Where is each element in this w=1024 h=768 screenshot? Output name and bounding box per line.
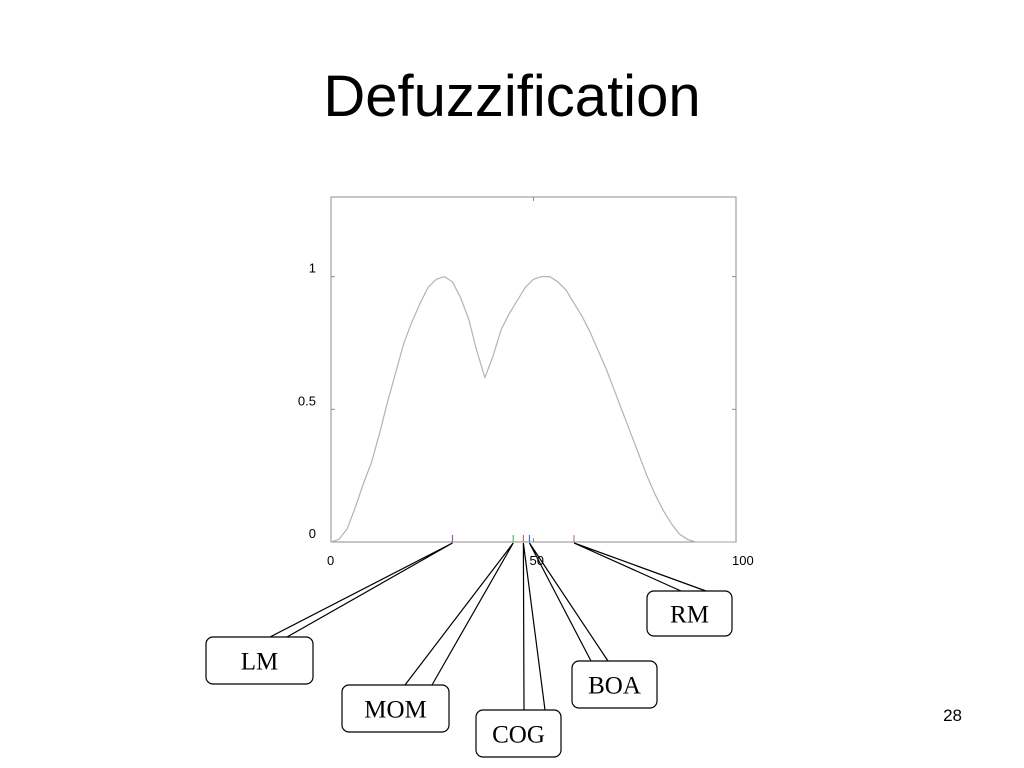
membership-curve	[330, 275, 736, 543]
x-tick-label: 0	[327, 553, 334, 568]
x-tick-label: 100	[732, 553, 754, 568]
callout-pointer	[269, 542, 453, 638]
callout-box	[646, 590, 733, 637]
callout-label: BOA	[588, 673, 641, 700]
plot-frame	[330, 196, 737, 543]
callout-lm: LM	[205, 542, 453, 685]
callout-label: LM	[241, 649, 279, 676]
callout-label: RM	[670, 602, 709, 629]
callout-boa: BOA	[528, 542, 658, 709]
slide-title: Defuzzification	[323, 64, 701, 129]
callout-pointer	[573, 542, 707, 592]
callout-pointer	[404, 542, 514, 686]
y-tick-label: 1	[309, 261, 316, 276]
page-number: 28	[943, 706, 962, 725]
callout-box	[571, 660, 658, 709]
callout-box	[341, 684, 450, 733]
y-tick-label: 0.5	[298, 393, 316, 408]
callout-box	[205, 636, 314, 685]
callout-cog: COG	[475, 542, 562, 758]
y-tick-label: 0	[309, 526, 316, 541]
callout-rm: RM	[573, 542, 733, 637]
method-callouts: LM MOM COG BOA RM	[205, 542, 733, 758]
method-markers	[451, 535, 575, 542]
callout-label: COG	[492, 722, 545, 749]
callout-box	[475, 709, 562, 758]
callout-pointer	[528, 542, 609, 662]
callout-label: MOM	[364, 697, 427, 724]
callout-mom: MOM	[341, 542, 514, 733]
callout-pointer	[522, 542, 546, 711]
